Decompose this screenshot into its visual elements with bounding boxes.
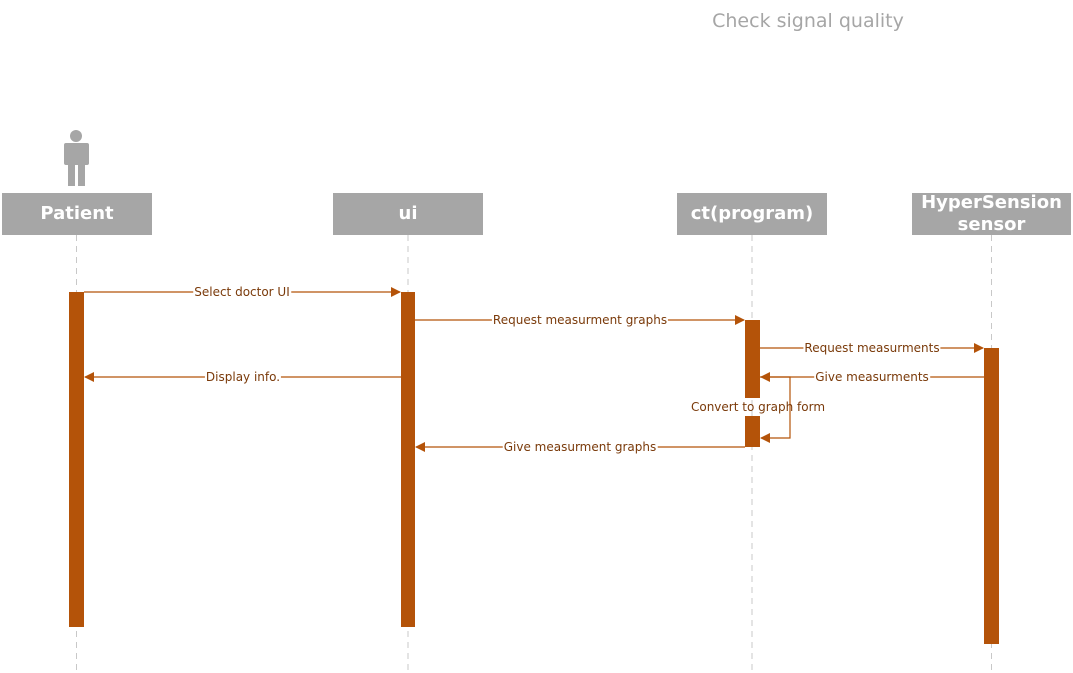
message-display-info-label: Display info. [204, 370, 282, 384]
activation-ct-upper [745, 320, 760, 398]
activation-sensor [984, 348, 999, 644]
participant-patient-label: Patient [40, 203, 114, 224]
activation-ct-lower [745, 416, 760, 447]
message-give-graphs-label: Give measurment graphs [502, 440, 658, 454]
message-give-measurments-label: Give measurments [814, 370, 930, 384]
participant-ui[interactable]: ui [333, 193, 483, 235]
participant-ui-label: ui [398, 203, 418, 224]
activation-patient [69, 292, 84, 627]
activation-ui [401, 292, 415, 627]
diagram-title: Check signal quality [712, 10, 904, 32]
participant-patient[interactable]: Patient [2, 193, 152, 235]
message-request-graphs-label: Request measurment graphs [491, 313, 669, 327]
message-convert-self-label: Convert to graph form [690, 400, 826, 414]
actor-person-icon [64, 130, 89, 186]
participant-sensor-label: HyperSension sensor [921, 192, 1062, 235]
message-request-measurments-label: Request measurments [803, 341, 941, 355]
participant-ct[interactable]: ct(program) [677, 193, 827, 235]
message-convert-self-arrow [760, 376, 791, 443]
participant-sensor[interactable]: HyperSension sensor [912, 192, 1071, 235]
participant-ct-label: ct(program) [690, 203, 814, 224]
message-select-doctor-ui-label: Select doctor UI [193, 285, 291, 299]
